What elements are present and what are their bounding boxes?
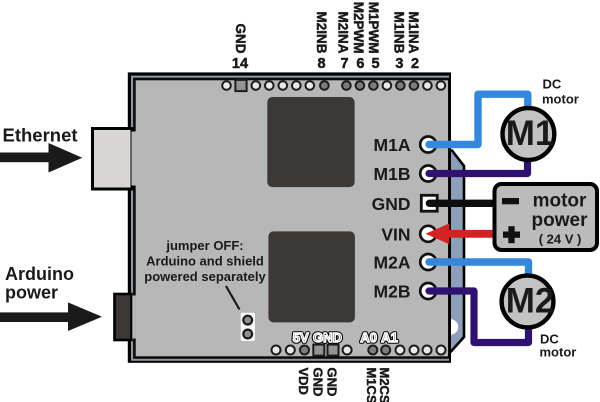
svg-text:M1A: M1A [374,135,411,155]
svg-text:GND: GND [311,368,326,397]
svg-text:DC: DC [543,77,562,92]
svg-text:M2INA: M2INA [336,11,351,53]
svg-text:motor: motor [540,345,577,360]
svg-text:GND: GND [313,330,342,345]
svg-text:M2INB: M2INB [314,11,329,53]
svg-text:A1: A1 [381,330,398,345]
svg-text:motor: motor [542,92,579,107]
svg-text:GND: GND [372,194,411,214]
svg-text:M1B: M1B [374,164,411,184]
svg-text:2: 2 [411,56,419,72]
svg-text:7: 7 [341,56,349,72]
svg-text:M2PWM: M2PWM [351,2,366,54]
svg-text:M1INB: M1INB [392,11,407,53]
svg-text:3: 3 [395,56,403,72]
svg-text:M2CS: M2CS [377,368,392,402]
svg-text:Arduino: Arduino [5,264,74,284]
svg-text:GND: GND [313,330,342,345]
svg-text:M1PWM: M1PWM [366,2,381,54]
svg-text:jumper OFF:: jumper OFF: [165,238,243,253]
svg-text:VDD: VDD [296,368,311,395]
svg-text:A0: A0 [360,330,377,345]
svg-text:M1: M1 [506,114,555,153]
svg-text:M2A: M2A [374,253,411,273]
svg-text:GND: GND [233,24,248,54]
svg-text:VIN: VIN [381,224,410,244]
svg-text:5V: 5V [293,330,309,345]
svg-text:GND: GND [325,368,340,397]
svg-text:5: 5 [371,56,379,72]
svg-text:Arduino and shield: Arduino and shield [146,254,264,269]
svg-text:6: 6 [356,56,364,72]
svg-text:M1INA: M1INA [406,11,421,53]
svg-text:14: 14 [232,56,248,72]
svg-text:M2: M2 [506,282,555,321]
svg-text:A0: A0 [360,330,377,345]
svg-text:Ethernet: Ethernet [3,125,78,146]
svg-text:power: power [5,283,58,303]
svg-text:motor: motor [533,191,587,212]
svg-text:A1: A1 [381,330,398,345]
svg-text:M1CS: M1CS [364,368,379,402]
svg-text:M2B: M2B [374,282,411,302]
svg-text:powered separately: powered separately [144,269,266,284]
svg-text:( 24 V ): ( 24 V ) [539,232,582,247]
svg-text:5V: 5V [293,330,309,345]
svg-text:DC: DC [540,332,559,347]
svg-text:power: power [532,210,589,231]
svg-text:8: 8 [317,56,325,72]
